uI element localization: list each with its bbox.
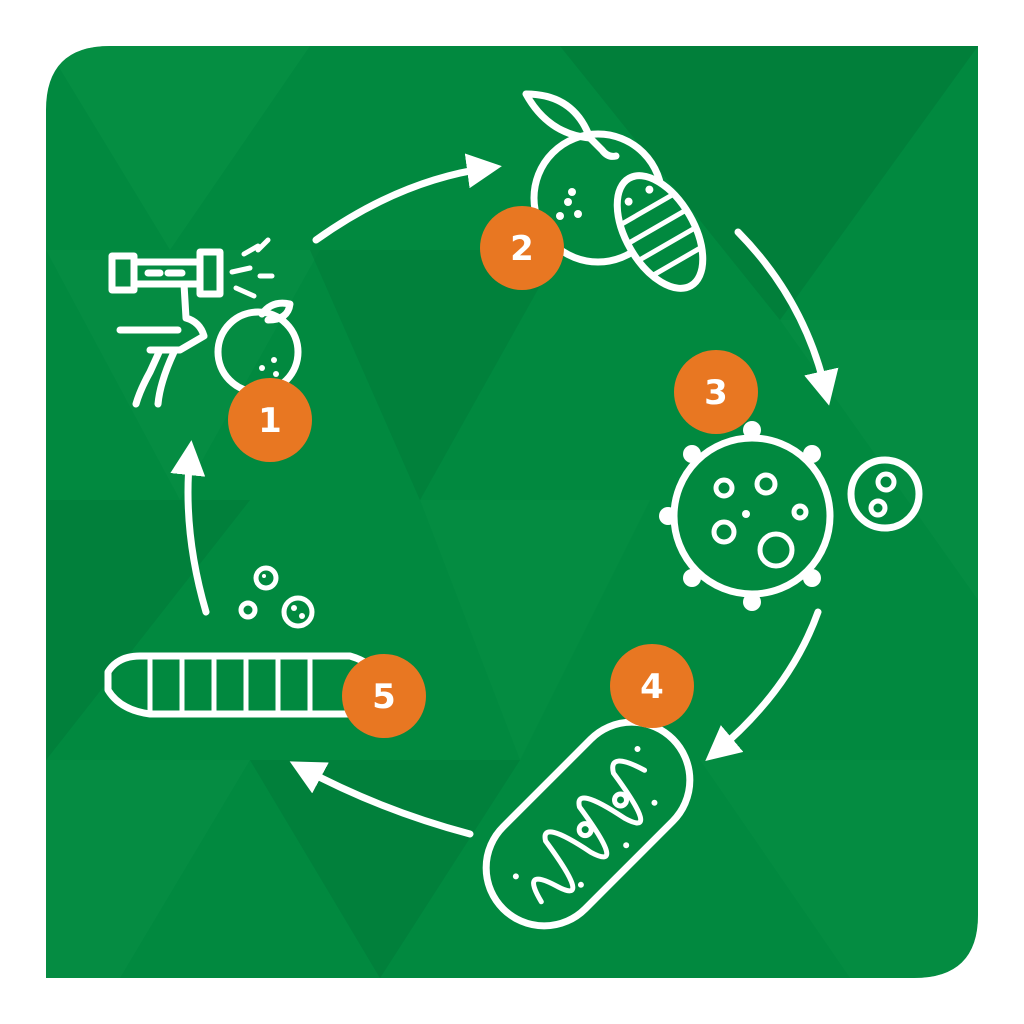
arrow-3-to-4 bbox=[705, 608, 822, 761]
step-badge-4: 4 bbox=[610, 644, 694, 728]
arrow-2-to-3 bbox=[734, 228, 839, 406]
step-badge-3: 3 bbox=[674, 350, 758, 434]
step-number-4: 4 bbox=[640, 667, 664, 707]
arrow-5-to-1 bbox=[170, 440, 210, 616]
step-badge-2: 2 bbox=[480, 206, 564, 290]
step-number-5: 5 bbox=[372, 677, 396, 717]
background-panel bbox=[46, 46, 978, 978]
fruit-with-larva-icon bbox=[522, 90, 707, 292]
arrow-4-to-5 bbox=[289, 761, 474, 838]
step-badge-5: 5 bbox=[342, 654, 426, 738]
step-number-1: 1 bbox=[258, 401, 282, 441]
arrow-1-to-2 bbox=[312, 153, 502, 244]
step-number-2: 2 bbox=[510, 229, 534, 269]
step-badge-1: 1 bbox=[228, 378, 312, 462]
spray-gun-and-fruit-icon bbox=[108, 237, 302, 408]
step-number-3: 3 bbox=[704, 373, 728, 413]
mitochondrion-icon bbox=[482, 718, 694, 930]
infected-cell-icon bbox=[659, 421, 923, 611]
cycle-arrows bbox=[170, 153, 839, 838]
